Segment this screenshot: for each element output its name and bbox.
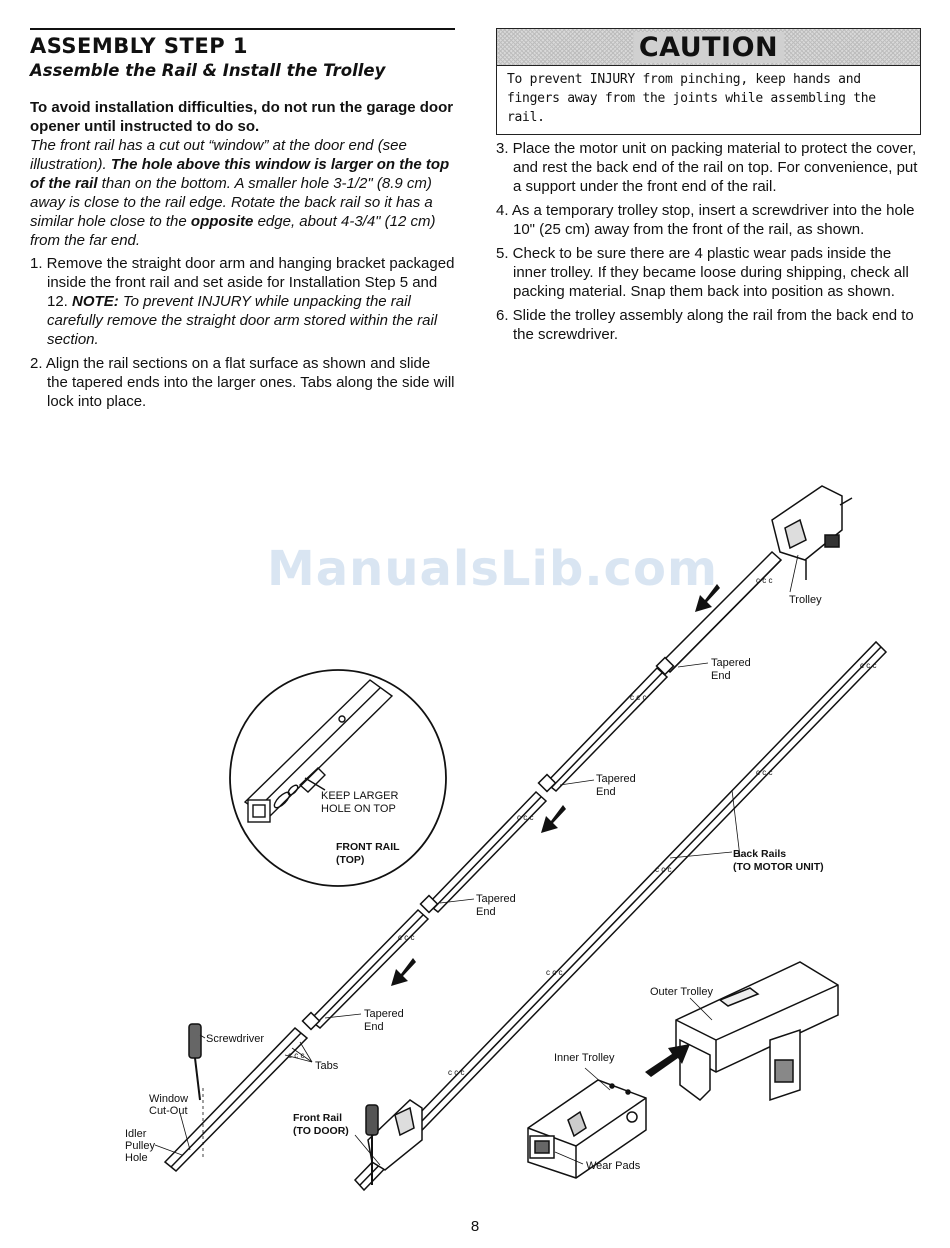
label-tapered-4b: End	[364, 1021, 384, 1033]
label-tapered-1a: Tapered	[711, 657, 751, 669]
step-subtitle: Assemble the Rail & Install the Trolley	[30, 61, 386, 80]
right-column: CAUTION To prevent INJURY from pinching,…	[496, 28, 921, 349]
label-tapered-4a: Tapered	[364, 1008, 404, 1020]
step-1: 1. Remove the straight door arm and hang…	[30, 254, 455, 349]
back-rail-middle: c c c	[537, 666, 669, 793]
label-tabs: Tabs	[315, 1060, 339, 1072]
label-tapered-3b: End	[476, 906, 496, 918]
svg-text:c c c: c c c	[398, 933, 414, 942]
detail-front-rail-label-2: (TOP)	[336, 854, 364, 866]
caution-label: CAUTION	[632, 32, 785, 63]
svg-text:c c c: c c c	[655, 865, 671, 874]
intro-run: opposite	[190, 213, 254, 230]
trolley-on-rail	[365, 1099, 423, 1185]
label-tapered-2b: End	[596, 786, 616, 798]
label-idler-2: Pulley	[125, 1140, 155, 1152]
caution-box: CAUTION To prevent INJURY from pinching,…	[496, 28, 921, 135]
page-number: 8	[470, 1218, 480, 1235]
label-outer-trolley: Outer Trolley	[650, 986, 713, 998]
step-6: 6. Slide the trolley assembly along the …	[496, 307, 914, 343]
svg-text:c c c: c c c	[448, 1068, 464, 1077]
detail-front-rail-label-1: FRONT RAIL	[336, 841, 400, 853]
arrow-2	[541, 805, 566, 833]
diagram-labels: Trolley Tapered End Tapered End Tapered …	[125, 594, 824, 1172]
svg-text:c c c: c c c	[546, 968, 562, 977]
label-screwdriver: Screwdriver	[206, 1033, 264, 1045]
label-tapered-3a: Tapered	[476, 893, 516, 905]
svg-text:c c c: c c c	[630, 693, 646, 702]
intro-run: edge, about 4-3/4" (12 cm) from the far …	[30, 213, 436, 249]
step-rule	[30, 28, 455, 30]
detail-keep-label-1: KEEP LARGER	[321, 790, 398, 802]
detail-circle: KEEP LARGER HOLE ON TOP FRONT RAIL (TOP)	[229, 669, 447, 887]
step-1-note-label: NOTE:	[72, 293, 119, 310]
label-tapered-1b: End	[711, 670, 731, 682]
label-inner-trolley: Inner Trolley	[554, 1052, 615, 1064]
watermark: ManualsLib.com	[267, 541, 718, 597]
step-3: 3. Place the motor unit on packing mater…	[496, 140, 918, 195]
front-rail-short: c c c	[163, 1026, 309, 1173]
label-back-rails-2: (TO MOTOR UNIT)	[733, 861, 824, 873]
left-steps-list: 1. Remove the straight door arm and hang…	[30, 254, 455, 411]
label-trolley: Trolley	[789, 594, 822, 606]
arrow-1	[695, 584, 720, 612]
left-column: ASSEMBLY STEP 1 Assemble the Rail & Inst…	[30, 28, 455, 416]
label-back-rails-1: Back Rails	[733, 848, 786, 860]
svg-text:c c c: c c c	[288, 1051, 304, 1060]
direction-arrows	[391, 584, 720, 986]
svg-text:c c c: c c c	[860, 661, 876, 670]
svg-text:c c c: c c c	[517, 813, 533, 822]
back-rail-bottom: c c c	[301, 908, 430, 1031]
outer-trolley-detail	[675, 961, 839, 1102]
right-steps-list: 3. Place the motor unit on packing mater…	[496, 139, 921, 344]
trolley-top	[771, 485, 853, 580]
label-idler-1: Idler	[125, 1128, 147, 1140]
label-tapered-2a: Tapered	[596, 773, 636, 785]
warning-text: To avoid installation difficulties, do n…	[30, 99, 454, 135]
step-1-note-text: To prevent INJURY while unpacking the ra…	[47, 293, 438, 348]
intro-run: The hole above this window is larger on …	[30, 156, 450, 192]
label-window-2: Cut-Out	[149, 1105, 188, 1117]
back-rail-lower: c c c	[419, 790, 548, 914]
detail-keep-label-2: HOLE ON TOP	[321, 803, 396, 815]
label-wear-pads: Wear Pads	[586, 1160, 641, 1172]
step-4: 4. As a temporary trolley stop, insert a…	[496, 202, 915, 238]
label-front-rail-door-1: Front Rail	[293, 1112, 342, 1124]
intro-run: than on the bottom. A smaller hole 3-1/2…	[30, 175, 433, 230]
svg-text:c c c: c c c	[756, 576, 772, 585]
step-title: ASSEMBLY STEP 1	[30, 34, 249, 58]
arrow-3	[391, 958, 416, 986]
caution-text: To prevent INJURY from pinching, keep ha…	[507, 72, 876, 125]
screwdriver-detail	[188, 1023, 202, 1101]
label-front-rail-door-2: (TO DOOR)	[293, 1125, 349, 1137]
label-idler-3: Hole	[125, 1152, 148, 1164]
label-window-1: Window	[149, 1093, 188, 1105]
caution-header: CAUTION	[497, 29, 920, 66]
intro-paragraph: The front rail has a cut out “window” at…	[30, 136, 455, 250]
insert-arrow	[645, 1044, 690, 1077]
svg-text:c c c: c c c	[756, 768, 772, 777]
assembled-rail-long: c c c c c c c c c c c c c c c	[353, 640, 888, 1192]
rail-assembly-diagram: c c c c c c c c c c c c c c c c c c c c …	[125, 485, 888, 1192]
leader-lines	[154, 554, 799, 1166]
back-rail-upper: c c c	[655, 550, 783, 676]
step-1-text: 1. Remove the straight door arm and hang…	[30, 255, 455, 310]
intro-run: The front rail has a cut out “window” at…	[30, 137, 407, 173]
step-5: 5. Check to be sure there are 4 plastic …	[496, 245, 909, 300]
step-2: 2. Align the rail sections on a flat sur…	[30, 355, 455, 410]
